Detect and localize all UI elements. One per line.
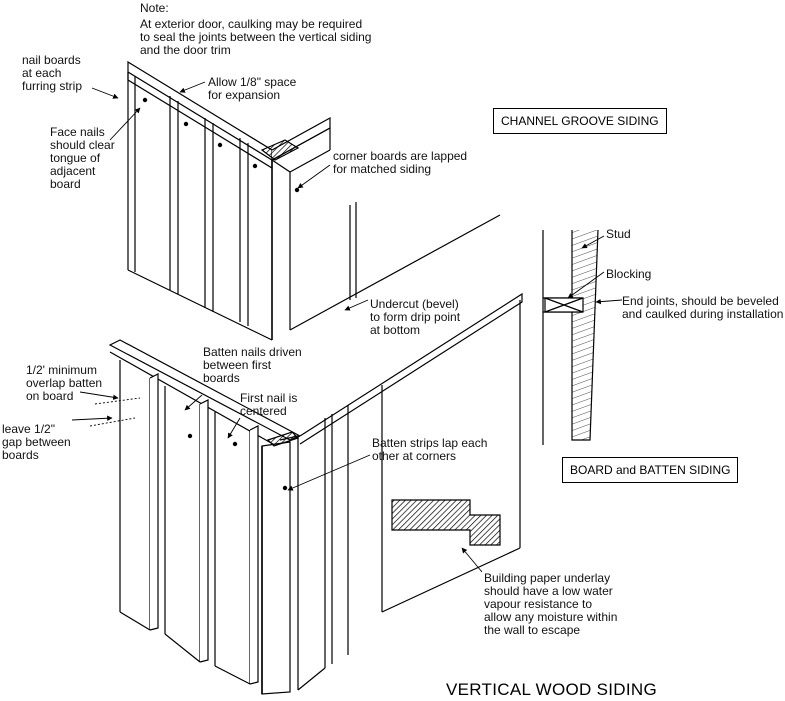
channel-groove-title: CHANNEL GROOVE SIDING bbox=[493, 108, 667, 134]
label-allow-space: Allow 1/8" space for expansion bbox=[208, 75, 297, 102]
label-batten-strips: Batten strips lap each other at corners bbox=[372, 436, 488, 463]
label-building-paper: Building paper underlay should have a lo… bbox=[484, 571, 618, 637]
label-first-nail: First nail is centered bbox=[240, 391, 298, 418]
board-batten-drawing bbox=[108, 292, 523, 695]
label-batten-nails: Batten nails driven between first boards bbox=[203, 345, 302, 385]
note-text: At exterior door, caulking may be requir… bbox=[140, 17, 372, 57]
label-undercut: Undercut (bevel) to form drip point at b… bbox=[370, 297, 461, 337]
leader-lines-upper bbox=[91, 81, 369, 311]
note-heading: Note: bbox=[140, 1, 169, 15]
label-overlap-batten: 1/2' minimum overlap batten on board bbox=[26, 363, 103, 403]
label-end-joints: End joints, should be beveled and caulke… bbox=[622, 294, 784, 321]
label-corner-boards: corner boards are lapped for matched sid… bbox=[333, 149, 468, 176]
label-stud: Stud bbox=[606, 227, 631, 241]
end-joint-detail bbox=[542, 229, 599, 445]
label-leave-gap: leave 1/2" gap between boards bbox=[2, 422, 71, 462]
label-blocking: Blocking bbox=[606, 267, 652, 281]
main-title: VERTICAL WOOD SIDING bbox=[446, 680, 657, 699]
label-nail-boards: nail boards at each furring strip bbox=[22, 53, 83, 93]
leader-lines-detail bbox=[567, 235, 623, 305]
leader-lines-lower bbox=[71, 391, 483, 573]
board-batten-title: BOARD and BATTEN SIDING bbox=[562, 457, 739, 483]
label-face-nails: Face nails should clear tongue of adjace… bbox=[50, 125, 115, 191]
channel-groove-drawing bbox=[127, 60, 501, 341]
